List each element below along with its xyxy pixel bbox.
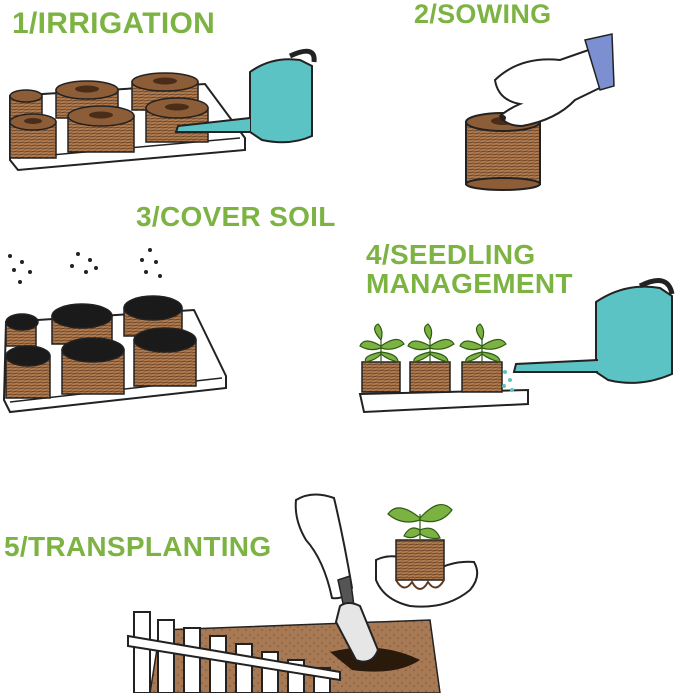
watering-can-icon: [512, 278, 675, 384]
tray-icon: [358, 388, 529, 414]
peat-pellet-icon: [395, 539, 445, 590]
step-3-title: 3/COVER SOIL: [136, 201, 336, 232]
peat-pellet-icon: [5, 295, 197, 399]
trowel-icon: [334, 575, 380, 663]
peat-pellet-icon: [9, 72, 209, 159]
step-2-illustration: [465, 33, 615, 191]
seed-icon: [500, 115, 506, 121]
step-3-illustration: [2, 248, 227, 414]
step-4-title-line1: 4/SEEDLING: [366, 239, 536, 270]
water-drops: [502, 370, 514, 392]
seed-icon: [8, 248, 162, 284]
step-4-illustration: [358, 278, 675, 414]
seedling-icon: [359, 323, 507, 364]
step-1-illustration: [9, 48, 317, 172]
step-5-title: 5/TRANSPLANTING: [4, 531, 272, 562]
hand-icon: [493, 33, 615, 128]
seedling-icon: [387, 503, 453, 542]
step-2-title: 2/SOWING: [414, 0, 552, 29]
step-4-title: 4/SEEDLING MANAGEMENT: [366, 240, 573, 299]
watering-can-icon: [174, 48, 317, 144]
step-1-title: 1/IRRIGATION: [12, 7, 216, 40]
peat-pellet-icon: [361, 361, 503, 393]
peat-pellet-icon: [465, 112, 541, 191]
step-4-title-line2: MANAGEMENT: [366, 268, 573, 300]
fence-icon: [127, 611, 341, 693]
step-5-illustration: [127, 493, 479, 693]
